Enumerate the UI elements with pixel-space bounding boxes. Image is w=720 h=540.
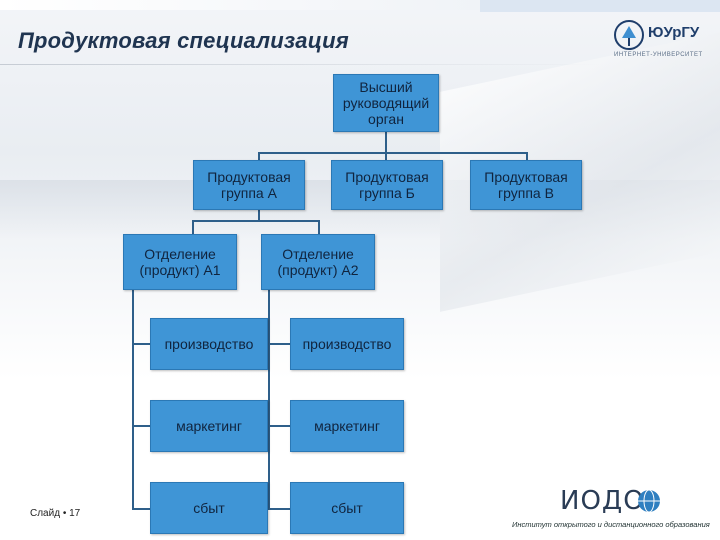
connector-a1-prod xyxy=(132,343,150,345)
connector-a1-spine xyxy=(132,290,134,510)
globe-icon xyxy=(638,489,660,513)
top-management-box: Высший руководящий орган xyxy=(333,74,439,132)
division-a2-box: Отделение (продукт) А2 xyxy=(261,234,375,290)
connector-top-down xyxy=(385,132,387,154)
a1-sales-box: сбыт xyxy=(150,482,268,534)
connector-a2-sales xyxy=(268,508,290,510)
connector-group-b xyxy=(385,152,387,162)
university-logo: ЮУрГУ ИНТЕРНЕТ-УНИВЕРСИТЕТ xyxy=(608,16,716,66)
division-a1-box: Отделение (продукт) А1 xyxy=(123,234,237,290)
product-group-b-box: Продуктовая группа Б xyxy=(331,160,443,210)
connector-groups-horizontal xyxy=(258,152,528,154)
top-band-accent xyxy=(480,0,720,12)
institute-logo-text: ИОДО xyxy=(560,486,645,516)
connector-group-a-down xyxy=(258,208,260,222)
logo-subtitle: ИНТЕРНЕТ-УНИВЕРСИТЕТ xyxy=(614,52,703,58)
connector-a1-mkt xyxy=(132,425,150,427)
connector-group-a xyxy=(258,152,260,162)
product-group-c-box: Продуктовая группа В xyxy=(470,160,582,210)
institute-caption: Институт открытого и дистанционного обра… xyxy=(512,520,710,529)
connector-divisions-horizontal xyxy=(192,220,320,222)
logo-name: ЮУрГУ xyxy=(648,24,700,41)
slide-number: Слайд • 17 xyxy=(30,508,81,519)
slide-title: Продуктовая специализация xyxy=(18,28,349,53)
connector-a2-mkt xyxy=(268,425,290,427)
connector-a2-spine xyxy=(268,290,270,510)
logo-emblem-icon xyxy=(614,20,644,50)
connector-a1-sales xyxy=(132,508,150,510)
top-band xyxy=(0,0,480,10)
connector-division-a1 xyxy=(192,220,194,234)
connector-division-a2 xyxy=(318,220,320,234)
a2-marketing-box: маркетинг xyxy=(290,400,404,452)
product-group-a-box: Продуктовая группа А xyxy=(193,160,305,210)
a2-production-box: производство xyxy=(290,318,404,370)
a2-sales-box: сбыт xyxy=(290,482,404,534)
a1-marketing-box: маркетинг xyxy=(150,400,268,452)
institute-logo: ИОДО xyxy=(560,486,670,516)
connector-a2-prod xyxy=(268,343,290,345)
a1-production-box: производство xyxy=(150,318,268,370)
title-divider xyxy=(0,64,600,65)
connector-group-c xyxy=(526,152,528,162)
